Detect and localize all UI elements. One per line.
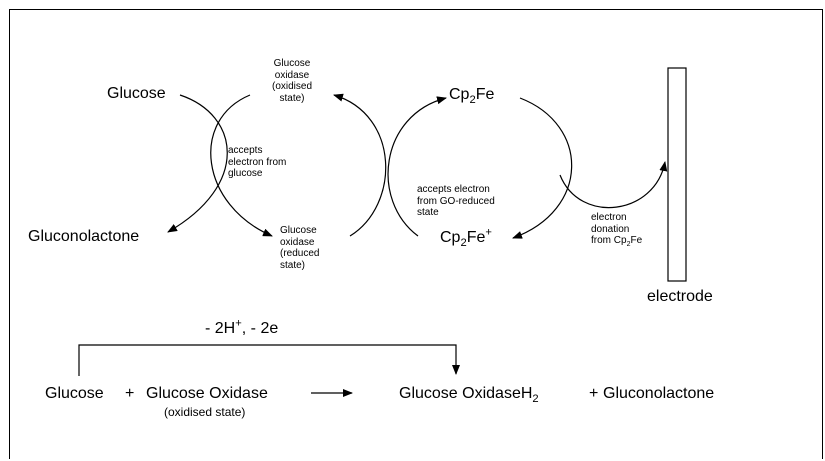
go-oxidised-label: Glucose oxidase (oxidised state) (260, 58, 324, 104)
figure-frame (9, 9, 823, 459)
reactant-glucose-oxidase-note: (oxidised state) (164, 405, 246, 419)
go-accepts-label: accepts electron from glucose (228, 145, 286, 180)
go-reduced-label: Glucose oxidase (reduced state) (280, 225, 319, 271)
product1-sub: 2 (532, 393, 539, 406)
condition-tail: , - 2e (241, 320, 279, 337)
ferrocene-to-ferrocenium-arrow (512, 97, 573, 239)
reactant-glucose: Glucose (45, 385, 104, 402)
bracket-line (78, 344, 460, 376)
ferrocenium-label: Cp2Fe+ (440, 226, 492, 250)
go-accepts-line3: glucose (228, 168, 263, 179)
donation-line3-tail: Fe (630, 235, 643, 246)
ferrocenium-base: Cp (440, 229, 461, 246)
go-reduced-line3: (reduced (280, 248, 320, 259)
go-reduced-line1: Glucose (280, 225, 317, 236)
go-oxidised-line3: (oxidised (271, 81, 313, 92)
plus-sign-2: + (589, 385, 599, 402)
glucose-to-gluconolactone-arrow (167, 94, 228, 233)
ferrocene-label: Cp2Fe (449, 86, 495, 107)
reactant-glucose-oxidase: Glucose Oxidase (146, 385, 268, 402)
donation-line1: electron (591, 212, 627, 223)
fc-accepts-line2: from GO-reduced (417, 195, 495, 207)
fc-accepts-line3: state (417, 207, 439, 218)
donation-line3-sub: 2 (626, 241, 631, 248)
go-reduced-to-oxidised-arrow (333, 93, 387, 237)
go-accepts-line1: accepts (228, 145, 263, 156)
glucose-label: Glucose (107, 85, 166, 102)
bracket-condition-label: - 2H+, - 2e (205, 317, 279, 338)
go-accepts-line2: electron from (228, 156, 287, 168)
condition-base: - 2H (205, 320, 236, 337)
donation-to-electrode-arrow (559, 161, 668, 209)
product-gluconolactone: Gluconolactone (603, 385, 715, 402)
go-oxidised-line2: oxidase (274, 69, 310, 81)
electrode-bar (667, 67, 687, 282)
ferrocenium-to-ferrocene-arrow (387, 96, 447, 237)
ferrocenium-sub: 2 (460, 237, 467, 250)
product1-base: Glucose OxidaseH (399, 385, 533, 402)
donation-line3: from Cp2Fe (591, 235, 643, 248)
go-oxidised-line4: state) (279, 92, 305, 104)
go-oxidised-to-reduced-arrow (210, 94, 273, 237)
electrode-label: electrode (647, 288, 713, 305)
ferrocene-base: Cp (449, 86, 470, 103)
fc-accepts-label: accepts electron from GO-reduced state (417, 184, 495, 219)
product-glucose-oxidase-h2: Glucose OxidaseH2 (399, 385, 539, 406)
go-reduced-line2: oxidase (280, 236, 315, 248)
ferrocenium-sup: + (485, 226, 492, 239)
ferrocene-tail: Fe (475, 86, 495, 103)
donation-line3-base: from Cp (591, 235, 627, 246)
ferrocenium-tail: Fe (466, 229, 486, 246)
plus-sign-1: + (125, 385, 135, 402)
donation-label: electron donation from Cp2Fe (591, 212, 643, 248)
gluconolactone-label: Gluconolactone (28, 228, 140, 245)
fc-accepts-line1: accepts electron (417, 184, 490, 195)
ferrocene-sub: 2 (469, 94, 476, 107)
donation-line2: donation (591, 223, 630, 235)
condition-sup: + (235, 317, 242, 330)
go-oxidised-line1: Glucose (273, 58, 311, 69)
go-reduced-line4: state) (280, 259, 306, 271)
